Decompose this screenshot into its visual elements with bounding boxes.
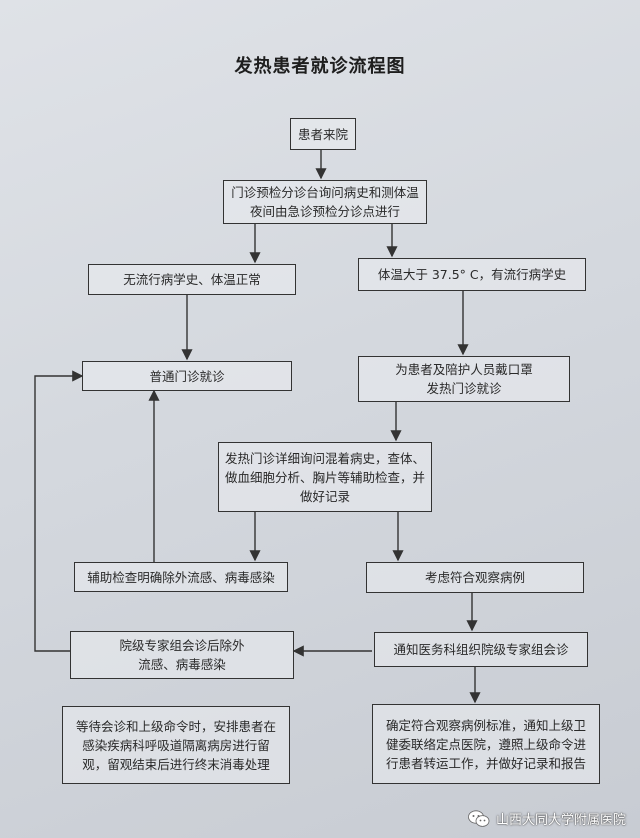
node-fever-clinic-examination: 发热门诊详细询问混着病史，查体、做血细胞分析、胸片等辅助检查，并做好记录 (218, 442, 432, 512)
node-text: 等待会诊和上级命令时，安排患者在感染疾病科呼吸道隔离病房进行留观，留观结束后进行… (76, 717, 276, 774)
node-text-line: 夜间由急诊预检分诊点进行 (249, 204, 400, 219)
node-text-line: 观，留观结束后进行终末消毒处理 (82, 756, 270, 772)
node-mask-and-fever-clinic: 为患者及陪护人员戴口罩发热门诊就诊 (358, 356, 570, 402)
watermark: 山西大同大学附属医院 (468, 809, 626, 828)
node-text-line: 通知医务科组织院级专家组会诊 (393, 642, 569, 657)
node-text-line: 行患者转运工作，并做好记录和报告 (385, 755, 586, 771)
wechat-icon (468, 809, 490, 827)
node-text: 体温大于 37.5° C，有流行病学史 (378, 265, 566, 284)
node-text: 通知医务科组织院级专家组会诊 (393, 640, 568, 659)
node-expert-excluded: 院级专家组会诊后除外流感、病毒感染 (70, 631, 294, 679)
node-excluded-by-tests: 辅助检查明确除外流感、病毒感染 (74, 562, 288, 592)
node-text-line: 发热门诊就诊 (426, 381, 502, 396)
node-text: 院级专家组会诊后除外流感、病毒感染 (119, 636, 244, 674)
node-text-line: 体温大于 37.5° C，有流行病学史 (377, 267, 567, 282)
node-text: 无流行病学史、体温正常 (123, 270, 261, 289)
node-text: 辅助检查明确除外流感、病毒感染 (87, 568, 275, 587)
node-text: 门诊预检分诊台询问病史和测体温夜间由急诊预检分诊点进行 (231, 183, 419, 221)
node-text-line: 流感、病毒感染 (138, 657, 226, 672)
node-text: 普通门诊就诊 (149, 367, 224, 386)
arrow-expert-excluded-to-general (34, 370, 84, 652)
node-text-line: 患者来院 (297, 126, 348, 142)
flowchart-title: 发热患者就诊流程图 (234, 56, 406, 77)
node-text: 患者来院 (298, 125, 348, 144)
node-text-line: 无流行病学史、体温正常 (123, 272, 261, 287)
node-text-line: 辅助检查明确除外流感、病毒感染 (87, 569, 275, 585)
node-fever-with-history: 体温大于 37.5° C，有流行病学史 (358, 258, 586, 291)
node-text-line: 确定符合观察病例标准，通知上级卫 (385, 717, 586, 733)
node-isolation-observation: 等待会诊和上级命令时，安排患者在感染疾病科呼吸道隔离病房进行留观，留观结束后进行… (62, 706, 290, 784)
node-text-line: 做好记录 (299, 488, 350, 504)
node-text-line: 等待会诊和上级命令时，安排患者在 (75, 718, 276, 734)
node-triage: 门诊预检分诊台询问病史和测体温夜间由急诊预检分诊点进行 (223, 180, 427, 224)
node-text-line: 为患者及陪护人员戴口罩 (395, 362, 533, 377)
node-text-line: 感染疾病科呼吸道隔离病房进行留 (82, 737, 270, 753)
watermark-text: 山西大同大学附属医院 (495, 813, 626, 828)
node-text-line: 院级专家组会诊后除外 (119, 638, 245, 653)
node-text-line: 门诊预检分诊台询问病史和测体温 (231, 185, 419, 200)
node-text: 为患者及陪护人员戴口罩发热门诊就诊 (395, 360, 533, 398)
node-text: 考虑符合观察病例 (425, 568, 525, 587)
node-patient-arrival: 患者来院 (290, 118, 356, 150)
node-text-line: 做血细胞分析、胸片等辅助检查，并 (225, 469, 426, 485)
node-confirm-and-transfer: 确定符合观察病例标准，通知上级卫健委联络定点医院，遵照上级命令进行患者转运工作，… (372, 704, 600, 784)
node-observation-case: 考虑符合观察病例 (366, 562, 584, 593)
node-text-line: 考虑符合观察病例 (424, 570, 525, 585)
node-text: 发热门诊详细询问混着病史，查体、做血细胞分析、胸片等辅助检查，并做好记录 (225, 449, 425, 506)
node-text-line: 普通门诊就诊 (149, 368, 225, 384)
node-no-epidemiological-history: 无流行病学史、体温正常 (88, 264, 296, 295)
node-text-line: 健委联络定点医院，遵照上级命令进 (385, 736, 586, 752)
node-text: 确定符合观察病例标准，通知上级卫健委联络定点医院，遵照上级命令进行患者转运工作，… (386, 716, 586, 773)
node-text-line: 发热门诊详细询问混着病史，查体、 (225, 450, 426, 466)
node-notify-medical-dept: 通知医务科组织院级专家组会诊 (374, 632, 588, 667)
node-general-clinic: 普通门诊就诊 (82, 361, 292, 391)
